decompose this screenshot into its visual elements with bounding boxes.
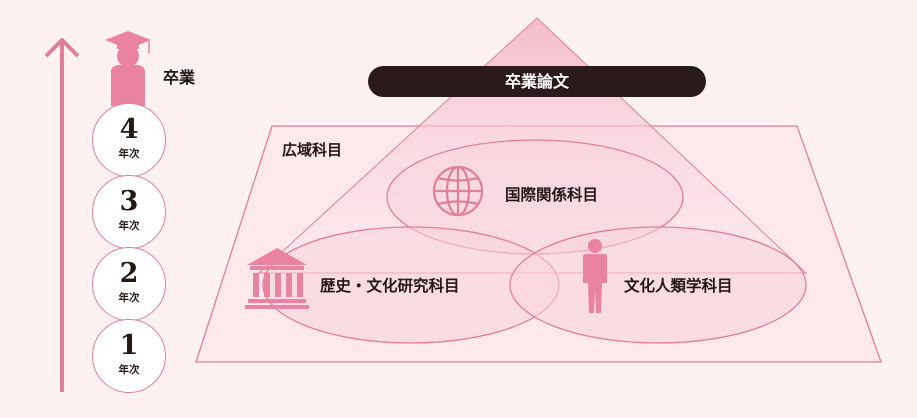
graduate-icon (105, 31, 151, 106)
year-unit: 年次 (118, 148, 140, 160)
year-unit: 年次 (118, 220, 140, 232)
international-label: 国際関係科目 (505, 186, 599, 204)
history-label: 歴史・文化研究科目 (320, 277, 460, 295)
building-icon (245, 248, 309, 309)
person-icon (583, 239, 607, 313)
anthropology-label: 文化人類学科目 (624, 277, 733, 295)
year-circle-2: 2 年次 (92, 247, 166, 321)
year-number: 1 (119, 330, 139, 361)
thesis-label: 卒業論文 (368, 66, 706, 97)
year-circle-4: 4 年次 (92, 103, 166, 177)
year-circle-3: 3 年次 (92, 175, 166, 249)
graduation-label: 卒業 (163, 68, 196, 87)
year-number: 2 (119, 258, 139, 289)
year-circle-1: 1 年次 (92, 319, 166, 393)
up-arrow-icon (44, 38, 80, 392)
year-number: 4 (119, 114, 139, 145)
year-unit: 年次 (118, 292, 140, 304)
broad-area-label: 広域科目 (282, 141, 343, 159)
year-number: 3 (119, 186, 139, 217)
year-unit: 年次 (118, 364, 140, 376)
globe-icon (432, 165, 484, 217)
